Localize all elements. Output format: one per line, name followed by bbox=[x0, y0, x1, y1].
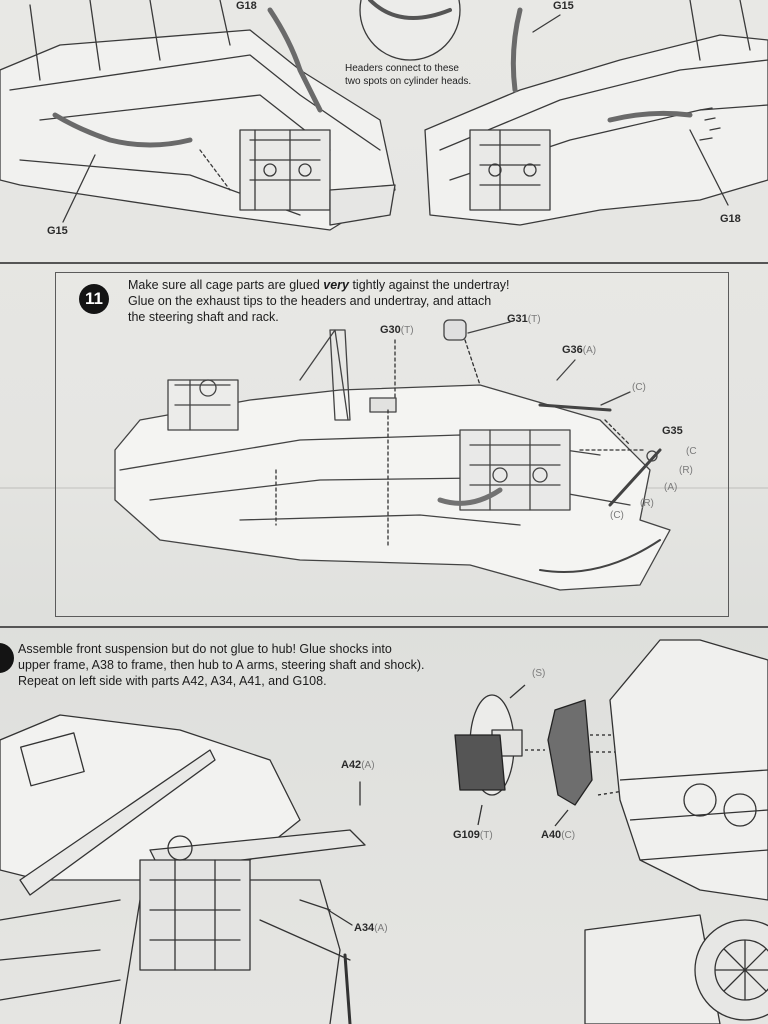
part-label-g15-top: G15 bbox=[553, 0, 574, 12]
attach-tag-r-low: (R) bbox=[640, 497, 654, 509]
section-divider-top bbox=[0, 262, 768, 264]
r-low-text: (R) bbox=[640, 498, 654, 509]
step-12-number-partial bbox=[0, 643, 14, 673]
attach-tag-s: (S) bbox=[532, 667, 545, 679]
top-left-chassis-drawing bbox=[0, 0, 396, 231]
attach-tag-a-right: (A) bbox=[664, 481, 677, 493]
inset-note-line1: Headers connect to these bbox=[345, 63, 459, 74]
g35-code: G35 bbox=[662, 425, 683, 437]
step-11-emphasis: very bbox=[323, 278, 349, 292]
cylinder-head-inset bbox=[359, 0, 461, 61]
g36-tag: (A) bbox=[582, 345, 597, 356]
step-11-line2: Glue on the exhaust tips to the headers … bbox=[128, 294, 492, 308]
inset-note-line2: two spots on cylinder heads. bbox=[345, 76, 472, 87]
g31-code: G31 bbox=[507, 313, 528, 325]
attach-tag-c-low: (C) bbox=[610, 509, 624, 521]
a34-code: A34 bbox=[354, 922, 375, 934]
c-low-text: (C) bbox=[610, 510, 624, 521]
g31-tag: (T) bbox=[527, 314, 541, 325]
step12-suspension-drawing bbox=[0, 714, 366, 1024]
part-label-g31: G31(T) bbox=[507, 313, 541, 325]
step-11-line1: Make sure all cage parts are glued very … bbox=[128, 277, 510, 293]
a42-code: A42 bbox=[341, 759, 362, 771]
g109-tag: (T) bbox=[479, 830, 493, 841]
step11-chassis-drawing bbox=[114, 319, 671, 591]
step-11-box bbox=[55, 272, 729, 617]
step-12-line3: Repeat on left side with parts A42, A34,… bbox=[18, 674, 327, 688]
part-label-a42: A42(A) bbox=[341, 759, 375, 771]
part-label-a40: A40(C) bbox=[541, 829, 575, 841]
inset-note: Headers connect to these two spots on cy… bbox=[345, 62, 471, 88]
g36-code: G36 bbox=[562, 344, 583, 356]
a42-tag: (A) bbox=[361, 760, 375, 771]
part-label-g109: G109(T) bbox=[453, 829, 493, 841]
top-right-chassis-drawing bbox=[424, 0, 768, 226]
part-label-g30: G30(T) bbox=[380, 324, 414, 336]
right-frame-drawing bbox=[584, 639, 768, 1024]
r-right-text: (R) bbox=[679, 465, 693, 476]
step-11-line1-pre: Make sure all cage parts are glued bbox=[128, 278, 324, 292]
part-label-g36: G36(A) bbox=[562, 344, 596, 356]
step-12-line1: Assemble front suspension but do not glu… bbox=[18, 642, 392, 656]
part-label-a34: A34(A) bbox=[354, 922, 388, 934]
a40-tag: (C) bbox=[561, 830, 576, 841]
a40-code: A40 bbox=[541, 829, 562, 841]
g30-tag: (T) bbox=[400, 325, 414, 336]
part-label-g15-left: G15 bbox=[47, 225, 68, 237]
g30-code: G30 bbox=[380, 324, 401, 336]
part-label-g18-top: G18 bbox=[236, 0, 257, 12]
c-top-text: (C) bbox=[632, 382, 646, 393]
step-11-number: 11 bbox=[79, 284, 109, 314]
step-11-line1-post: tightly against the undertray! bbox=[348, 278, 510, 292]
s-text: (S) bbox=[532, 668, 546, 679]
step-12-instructions: Assemble front suspension but do not glu… bbox=[18, 641, 424, 689]
c-right-text: (C bbox=[686, 446, 697, 457]
attach-tag-c-right: (C bbox=[686, 445, 697, 457]
g109-code: G109 bbox=[453, 829, 480, 841]
attach-tag-r-right: (R) bbox=[679, 464, 693, 476]
step-12-line2: upper frame, A38 to frame, then hub to A… bbox=[18, 658, 425, 672]
part-label-g18-right: G18 bbox=[720, 213, 741, 225]
step-11-line3: the steering shaft and rack. bbox=[128, 310, 279, 324]
section-divider-bottom bbox=[0, 626, 768, 628]
a34-tag: (A) bbox=[374, 923, 388, 934]
a-right-text: (A) bbox=[664, 482, 678, 493]
attach-tag-c-top: (C) bbox=[632, 381, 646, 393]
step12-hub-parts-drawing bbox=[454, 684, 631, 827]
step-11-instructions: Make sure all cage parts are glued very … bbox=[128, 277, 510, 325]
part-label-g35: G35 bbox=[662, 425, 683, 437]
